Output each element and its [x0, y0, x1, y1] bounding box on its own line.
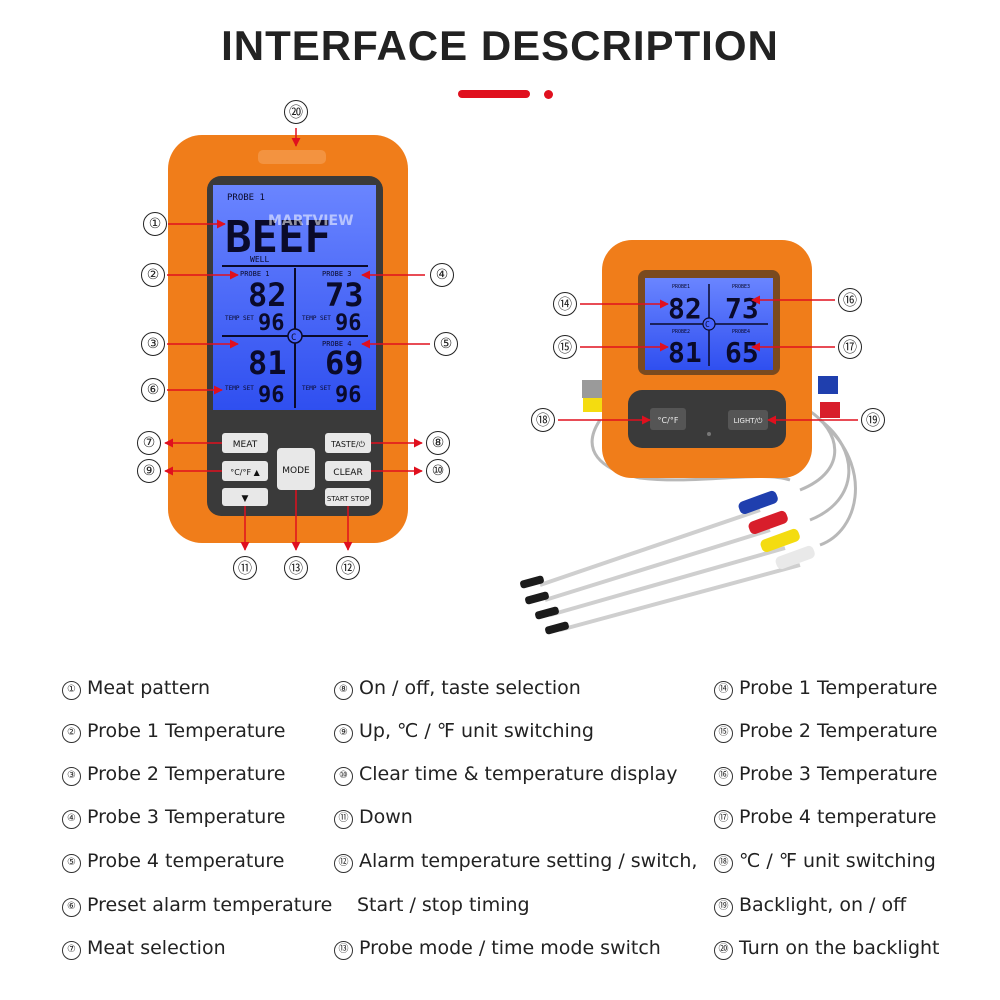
title-underline — [458, 90, 530, 98]
lcd-probe3-set: 96 — [335, 311, 362, 336]
lcd-probe3-label: PROBE 3 — [322, 270, 352, 278]
small-probe4-temp: 65 — [725, 336, 759, 369]
callout-7: ⑦ — [137, 431, 161, 455]
callout-10: ⑩ — [426, 459, 450, 483]
lcd-probe3-temp: 73 — [325, 276, 364, 314]
title-dot — [544, 90, 553, 99]
mode-button[interactable]: MODE — [277, 448, 315, 490]
callout-3: ③ — [141, 332, 165, 356]
svg-text:MEAT: MEAT — [233, 440, 258, 450]
small-probe3-temp: 73 — [725, 292, 759, 325]
taste-power-button[interactable]: TASTE/⏻ — [325, 433, 371, 453]
lcd-probe4-set: 96 — [335, 383, 362, 408]
page-title: INTERFACE DESCRIPTION — [221, 22, 779, 69]
lcd-unit: C — [291, 333, 296, 343]
svg-text:°C/°F: °C/°F — [658, 416, 679, 425]
small-light-button[interactable]: LIGHT/⏻ — [728, 410, 768, 430]
callout-15: ⑮ — [553, 335, 577, 359]
callout-8: ⑧ — [426, 431, 450, 455]
small-probe4-label: PROBE4 — [732, 329, 750, 335]
small-button-panel — [628, 390, 786, 448]
start-stop-button[interactable]: START STOP — [325, 488, 371, 506]
small-unit-button[interactable]: °C/°F — [650, 408, 686, 430]
callout-20: ⑳ — [284, 100, 308, 124]
svg-text:LIGHT/⏻: LIGHT/⏻ — [734, 417, 763, 425]
product-figure: PROBE 1 BEEF WELL C PROBE 1 82 TEMP SET … — [164, 128, 858, 635]
legend-item: Start / stop timing — [357, 894, 530, 916]
lcd-probe2-temp: 81 — [248, 344, 287, 382]
lcd-doneness: WELL — [250, 255, 269, 264]
small-probe1-label: PROBE1 — [672, 284, 690, 290]
main-callout-arrows — [164, 128, 430, 551]
down-button[interactable]: ▼ — [222, 488, 268, 506]
lcd-probe4-set-label: TEMP SET — [302, 385, 331, 392]
svg-text:°C/°F ▲: °C/°F ▲ — [230, 468, 260, 477]
lcd-probe1-set: 96 — [258, 311, 285, 336]
up-unit-button[interactable]: °C/°F ▲ — [222, 461, 268, 481]
meat-button[interactable]: MEAT — [222, 433, 268, 453]
callout-13: ⑬ — [284, 556, 308, 580]
legend-item: ⑱℃ / ℉ unit switching — [714, 850, 936, 873]
small-lcd-unit: C — [705, 320, 710, 329]
svg-text:TASTE/⏻: TASTE/⏻ — [330, 440, 365, 449]
backlight-button-top[interactable] — [258, 150, 326, 164]
callout-19: ⑲ — [861, 408, 885, 432]
callout-16: ⑯ — [838, 288, 862, 312]
callout-17: ⑰ — [838, 335, 862, 359]
lcd-probe1-set-label: TEMP SET — [225, 315, 254, 322]
svg-text:MODE: MODE — [282, 466, 310, 476]
callout-12: ⑫ — [336, 556, 360, 580]
small-probe2-label: PROBE2 — [672, 329, 690, 335]
callout-1: ① — [143, 212, 167, 236]
callout-5: ⑤ — [434, 332, 458, 356]
lcd-probe3-set-label: TEMP SET — [302, 315, 331, 322]
lcd-meat-text: BEEF — [225, 212, 331, 263]
main-thermometer: PROBE 1 BEEF WELL C PROBE 1 82 TEMP SET … — [168, 135, 408, 543]
callout-14: ⑭ — [553, 292, 577, 316]
callout-9: ⑨ — [137, 459, 161, 483]
lcd-probe4-temp: 69 — [325, 344, 364, 382]
small-probe2-temp: 81 — [668, 336, 702, 369]
watermark: MARTVIEW — [268, 213, 354, 229]
probes-cables — [520, 376, 857, 635]
lcd-probe4-label: PROBE 4 — [322, 340, 352, 348]
callout-2: ② — [141, 263, 165, 287]
lcd-probe1-temp: 82 — [248, 276, 287, 314]
svg-text:START STOP: START STOP — [327, 495, 369, 503]
lcd-header: PROBE 1 — [227, 193, 265, 203]
callout-18: ⑱ — [531, 408, 555, 432]
small-thermometer: C PROBE1 82 PROBE3 73 PROBE2 81 PROBE4 6… — [602, 240, 812, 478]
callout-4: ④ — [430, 263, 454, 287]
small-probe3-label: PROBE3 — [732, 284, 750, 290]
clear-button[interactable]: CLEAR — [325, 461, 371, 481]
svg-text:CLEAR: CLEAR — [333, 468, 362, 478]
lcd-probe2-set: 96 — [258, 383, 285, 408]
small-probe1-temp: 82 — [668, 292, 702, 325]
svg-text:▼: ▼ — [242, 494, 249, 504]
lcd-probe1-label: PROBE 1 — [240, 270, 270, 278]
small-callout-arrows — [558, 295, 858, 425]
callout-11: ⑪ — [233, 556, 257, 580]
callout-6: ⑥ — [141, 378, 165, 402]
lcd-probe2-set-label: TEMP SET — [225, 385, 254, 392]
